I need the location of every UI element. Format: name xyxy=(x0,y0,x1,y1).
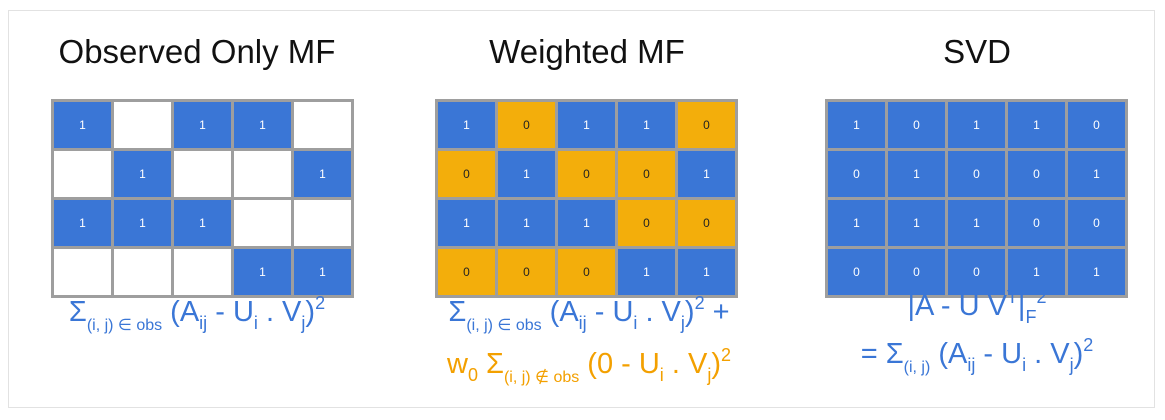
matrix-cell: 0 xyxy=(888,102,945,148)
matrix-cell: 1 xyxy=(114,151,171,197)
panel-title-observed-only: Observed Only MF xyxy=(58,33,336,70)
matrix-cell: 1 xyxy=(828,200,885,246)
matrix-cell xyxy=(114,102,171,148)
matrix-cell: 1 xyxy=(948,102,1005,148)
matrix-cell: 0 xyxy=(828,151,885,197)
matrix-cell: 1 xyxy=(1068,151,1125,197)
matrix-cell: 1 xyxy=(1008,102,1065,148)
matrix-cell xyxy=(294,200,351,246)
matrix-cell: 1 xyxy=(114,200,171,246)
matrix-cell xyxy=(54,151,111,197)
matrix-cell: 1 xyxy=(438,200,495,246)
matrix-cell xyxy=(294,102,351,148)
matrix-cell: 1 xyxy=(888,200,945,246)
matrix-cell xyxy=(114,249,171,295)
matrix-cell: 1 xyxy=(54,102,111,148)
matrix-cell: 1 xyxy=(294,249,351,295)
observed-only-formula: Σ(i, j) ∈ obs (Aij - Ui . Vj)2 xyxy=(68,293,326,334)
matrix-cell: 1 xyxy=(948,200,1005,246)
matrix-cell: 1 xyxy=(828,102,885,148)
matrix-cell: 0 xyxy=(828,249,885,295)
matrix-cell: 1 xyxy=(174,102,231,148)
weighted-formula-observed: Σ(i, j) ∈ obs (Aij - Ui . Vj)2 + xyxy=(448,293,730,334)
matrix-cell: 0 xyxy=(678,102,735,148)
matrix-cell: 1 xyxy=(678,249,735,295)
weighted-formula-unobserved: w0 Σ(i, j) ∉ obs (0 - Ui . Vj)2 xyxy=(446,345,731,386)
matrix-cell: 0 xyxy=(678,200,735,246)
matrix-cell xyxy=(234,200,291,246)
matrix-cell: 1 xyxy=(558,102,615,148)
matrix-cell: 0 xyxy=(498,102,555,148)
matrix-cell xyxy=(174,151,231,197)
matrix-cell: 0 xyxy=(618,151,675,197)
matrix-cell: 1 xyxy=(558,200,615,246)
matrix-cell: 1 xyxy=(498,151,555,197)
matrix-cell: 1 xyxy=(1008,249,1065,295)
matrix-cell: 1 xyxy=(618,249,675,295)
matrix-cell xyxy=(174,249,231,295)
matrix-cell: 1 xyxy=(498,200,555,246)
matrix-cell: 1 xyxy=(234,249,291,295)
matrix-cell: 0 xyxy=(618,200,675,246)
matrix-cell: 0 xyxy=(1068,200,1125,246)
matrix-cell: 0 xyxy=(1068,102,1125,148)
matrix-cell: 1 xyxy=(678,151,735,197)
matrix-cell: 0 xyxy=(498,249,555,295)
panel-title-weighted: Weighted MF xyxy=(489,33,685,70)
matrix-cell: 0 xyxy=(888,249,945,295)
matrix-cell: 0 xyxy=(1008,151,1065,197)
matrix-cell: 1 xyxy=(618,102,675,148)
svd-formula-norm: |A - U VT|F2 xyxy=(907,287,1047,327)
matrix-cell: 1 xyxy=(438,102,495,148)
svd-formula-sum: = Σ(i, j) (Aij - Ui . Vj)2 xyxy=(860,335,1094,376)
matrix-cell: 0 xyxy=(558,151,615,197)
matrix-cell: 1 xyxy=(54,200,111,246)
matrix-cell: 1 xyxy=(888,151,945,197)
matrix-cell: 0 xyxy=(948,249,1005,295)
matrix-cell: 0 xyxy=(438,151,495,197)
matrix-cell: 0 xyxy=(1008,200,1065,246)
matrix-cell: 1 xyxy=(234,102,291,148)
matrix-cell: 1 xyxy=(174,200,231,246)
matrix-cell: 0 xyxy=(948,151,1005,197)
matrix-cell: 1 xyxy=(294,151,351,197)
matrix-cell: 1 xyxy=(1068,249,1125,295)
panel-title-svd: SVD xyxy=(943,33,1011,70)
matrix-cell xyxy=(54,249,111,295)
matrix-cell: 0 xyxy=(558,249,615,295)
matrix-cell xyxy=(234,151,291,197)
matrix-cell: 0 xyxy=(438,249,495,295)
